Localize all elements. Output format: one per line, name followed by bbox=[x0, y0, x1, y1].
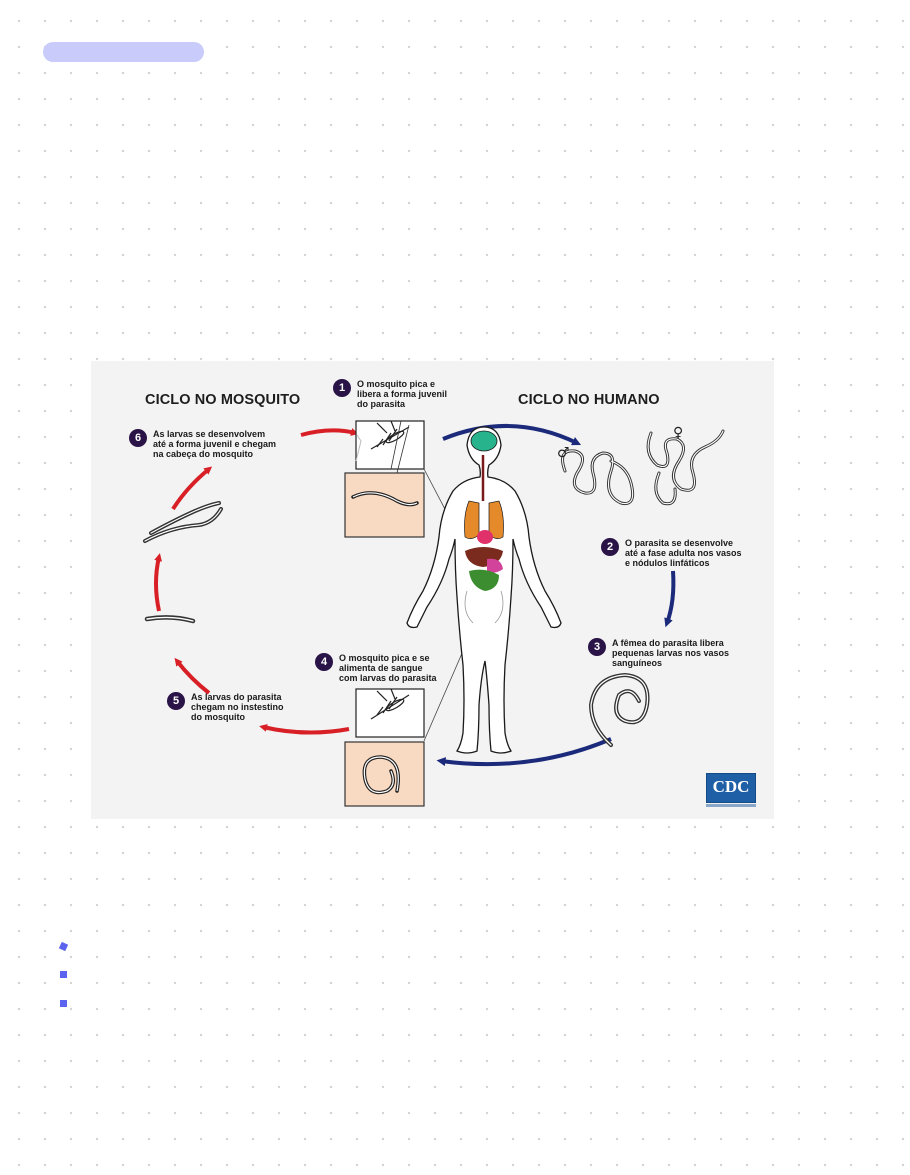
intestine-icon bbox=[469, 569, 499, 591]
step-5: 5 As larvas do parasita chegam no instes… bbox=[167, 692, 284, 722]
cdc-logo-tagline-bar bbox=[706, 804, 756, 807]
arrow-step3-to-4 bbox=[436, 737, 612, 767]
mosquito-bite-panel-bottom bbox=[355, 688, 425, 738]
female-symbol: ♀ bbox=[673, 425, 684, 441]
list-bullet-2 bbox=[60, 971, 67, 978]
step-2-badge: 2 bbox=[601, 538, 619, 556]
brain-icon bbox=[470, 430, 498, 452]
mosquito-icon-top bbox=[370, 420, 410, 450]
step-3-badge: 3 bbox=[588, 638, 606, 656]
arrow-step5-to-4 bbox=[259, 724, 350, 735]
step-6-text: As larvas se desenvolvem até a forma juv… bbox=[153, 429, 277, 459]
arrow-upper-left bbox=[171, 466, 213, 511]
diagram-graphics bbox=[143, 420, 725, 807]
step-3-text: A fêmea do parasita libera pequenas larv… bbox=[612, 638, 730, 668]
mosquito-icon-bottom bbox=[370, 688, 410, 720]
lifecycle-diagram: CICLO NO MOSQUITO CICLO NO HUMANO 1 O mo… bbox=[91, 361, 774, 819]
heading-human-cycle: CICLO NO HUMANO bbox=[518, 392, 660, 408]
step-2: 2 O parasita se desenvolve até a fase ad… bbox=[601, 538, 742, 568]
arrow-step2-to-3 bbox=[664, 570, 676, 628]
step-4: 4 O mosquito pica e se alimenta de sangu… bbox=[315, 653, 437, 683]
arrow-left-up bbox=[154, 553, 162, 612]
step-5-text: As larvas do parasita chegam no instesti… bbox=[191, 692, 284, 722]
larva-zoom-panel-bottom bbox=[344, 741, 425, 807]
list-bullet-1 bbox=[58, 941, 69, 952]
male-symbol: ♂ bbox=[557, 445, 570, 461]
step-4-badge: 4 bbox=[315, 653, 333, 671]
step-1: 1 O mosquito pica e libera a forma juven… bbox=[333, 379, 447, 409]
step-2-text: O parasita se desenvolve até a fase adul… bbox=[625, 538, 742, 568]
arrow-step5-up bbox=[174, 657, 211, 695]
cdc-logo: CDC bbox=[706, 773, 756, 803]
step-1-badge: 1 bbox=[333, 379, 351, 397]
stomach-icon bbox=[487, 558, 503, 573]
step-1-text: O mosquito pica e libera a forma juvenil… bbox=[357, 379, 448, 409]
step-5-badge: 5 bbox=[167, 692, 185, 710]
step-6: 6 As larvas se desenvolvem até a forma j… bbox=[129, 429, 276, 459]
list-bullet-3 bbox=[60, 1000, 67, 1007]
heading-mosquito-cycle: CICLO NO MOSQUITO bbox=[145, 392, 301, 408]
arrow-step1-to-2 bbox=[442, 424, 582, 446]
mosquito-bite-panel-top bbox=[355, 420, 425, 470]
header-placeholder-pill bbox=[43, 42, 204, 62]
step-3: 3 A fêmea do parasita libera pequenas la… bbox=[588, 638, 729, 668]
arrow-step6-to-1 bbox=[300, 428, 359, 437]
step-4-text: O mosquito pica e se alimenta de sangue … bbox=[339, 653, 437, 683]
heart-icon bbox=[477, 530, 493, 544]
step-6-badge: 6 bbox=[129, 429, 147, 447]
